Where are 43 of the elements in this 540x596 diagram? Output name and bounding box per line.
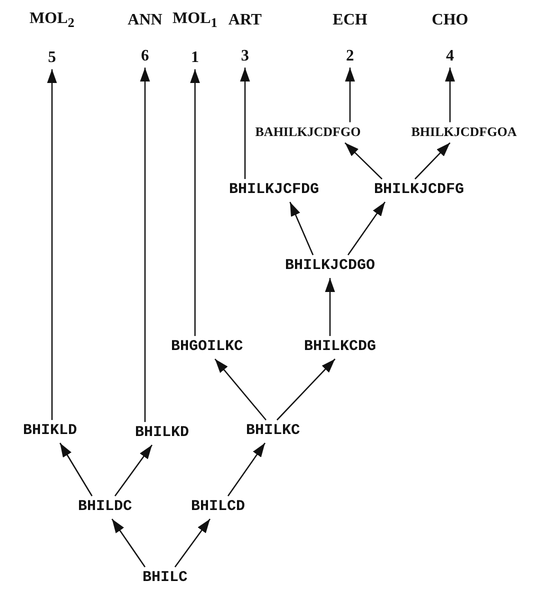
arrow (345, 68, 355, 122)
sequence-label: BAHILKJCDFGO (255, 124, 361, 140)
arrow (190, 69, 200, 336)
arrow (445, 68, 455, 122)
taxon-number: 2 (346, 47, 354, 65)
taxon-label: ANN (128, 11, 162, 29)
arrow (414, 142, 450, 180)
arrow (325, 278, 335, 336)
arrow (111, 518, 146, 568)
sequence-label: BHILDC (78, 498, 132, 516)
sequence-label: BHILKCDG (304, 338, 376, 356)
arrow (214, 358, 266, 420)
arrow (59, 442, 93, 496)
arrow (140, 68, 150, 422)
arrow (47, 69, 57, 420)
taxon-label: CHO (432, 11, 468, 29)
taxon-number: 4 (446, 47, 454, 65)
taxon-number: 1 (191, 48, 199, 66)
arrow (227, 442, 266, 496)
sequence-label: BHILKJCDFGOA (411, 124, 517, 140)
sequence-label: BHILKJCFDG (229, 181, 319, 199)
sequence-label: BHILKC (246, 422, 300, 440)
taxon-number: 5 (48, 48, 56, 66)
arrow (289, 202, 314, 256)
arrow (344, 142, 382, 180)
taxon-label: MOL$_{1}$ (172, 10, 218, 31)
arrow (174, 518, 211, 568)
sequence-label: BHILKD (135, 424, 189, 442)
sequence-label: BHILC (142, 569, 188, 587)
arrow (114, 444, 153, 496)
taxon-label: ART (228, 11, 262, 29)
sequence-label: BHILKJCDFG (374, 181, 464, 199)
taxon-label: MOL$_{2}$ (30, 10, 74, 31)
sequence-label: BHIKLD (23, 422, 77, 440)
sequence-label: BHILKJCDGO (285, 257, 375, 275)
arrow (347, 202, 386, 256)
arrow (240, 68, 250, 179)
taxon-label: ECH (332, 11, 368, 29)
sequence-label: BHGOILKC (171, 338, 243, 356)
taxon-number: 3 (241, 47, 249, 65)
taxon-number: 6 (141, 47, 149, 65)
sequence-label: BHILCD (191, 498, 245, 516)
arrow (276, 358, 336, 420)
